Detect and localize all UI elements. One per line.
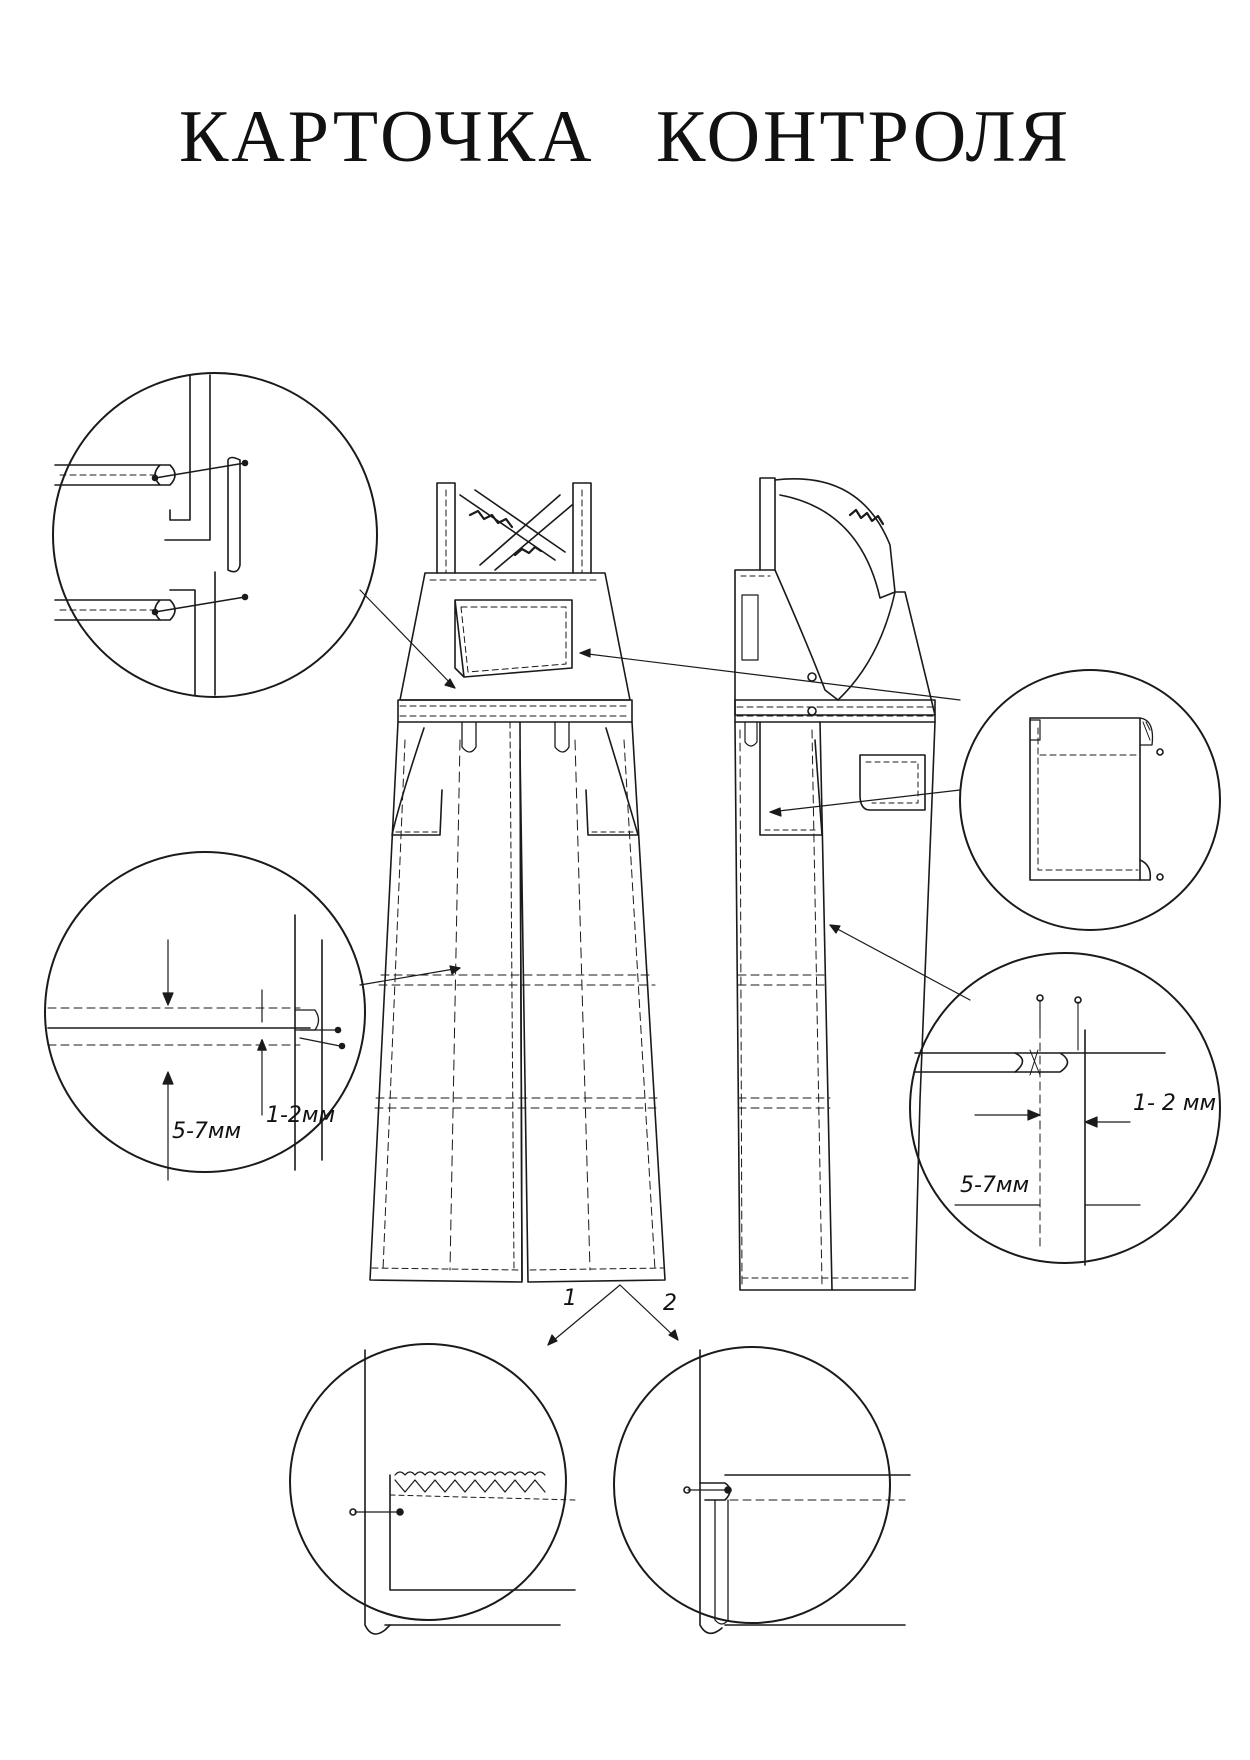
left-detail-big-dimension: 5-7мм xyxy=(172,1119,241,1144)
detail-hem-variant-1 xyxy=(289,1343,576,1635)
left-detail-small-dimension: 1-2мм xyxy=(266,1103,335,1128)
page-title: КАРТОЧКА КОНТРОЛЯ xyxy=(178,96,1072,178)
detail-side-seam: 1- 2 мм 5-7мм xyxy=(909,952,1221,1266)
right-detail-big-dimension: 5-7мм xyxy=(960,1173,1029,1198)
hem-variant-1-label: 1 xyxy=(563,1286,577,1311)
detail-strap-attachment xyxy=(52,372,378,698)
detail-pocket-attachment xyxy=(959,669,1221,931)
detail-hem-variant-2 xyxy=(613,1346,911,1635)
hem-variant-2-label: 2 xyxy=(663,1291,677,1316)
overalls-side-view xyxy=(734,477,936,1291)
right-detail-small-dimension: 1- 2 мм xyxy=(1133,1091,1216,1116)
overalls-front-view xyxy=(369,482,666,1283)
callout-leaders xyxy=(359,589,971,1346)
detail-knee-seam: 5-7мм 1-2мм xyxy=(44,851,366,1181)
